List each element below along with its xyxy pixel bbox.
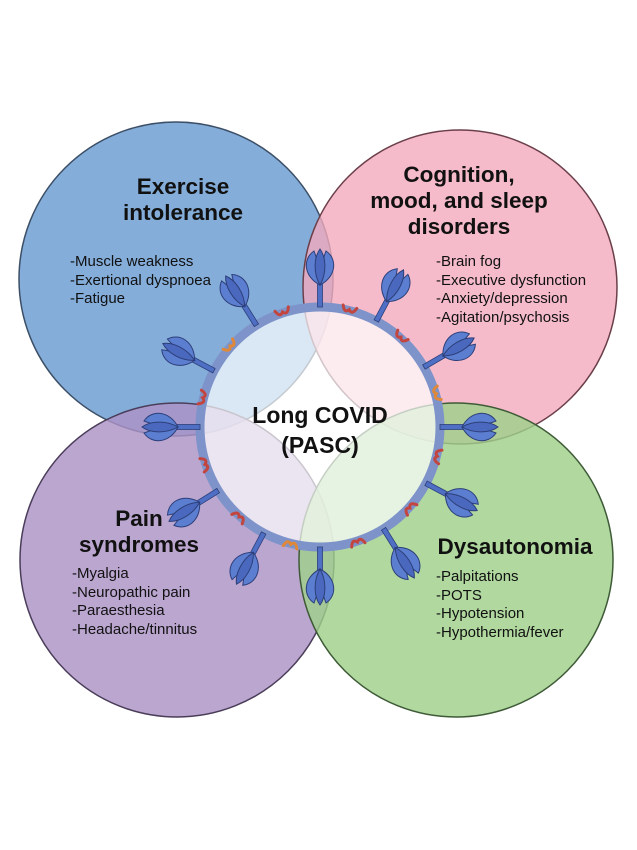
pain-title: Pain syndromes (36, 506, 242, 558)
spike (380, 526, 421, 580)
spike (141, 412, 201, 442)
cognition-items: -Brain fog -Executive dysfunction -Anxie… (436, 253, 586, 327)
list-item: -Muscle weakness (70, 253, 194, 270)
list-item: -Fatigue (70, 290, 126, 307)
pain-title-line: Pain (115, 506, 163, 531)
dysautonomia-title-line: Dysautonomia (437, 534, 593, 559)
list-item: -Exertional dyspnoea (70, 271, 211, 289)
list-item: -Agitation/psychosis (436, 308, 570, 326)
list-item: -Palpitations (436, 568, 519, 585)
list-item: -Hypotension (436, 605, 525, 622)
exercise-title-line: intolerance (122, 200, 244, 225)
membrane-proteins (196, 303, 444, 551)
membrane-protein (196, 388, 207, 406)
exercise-title: Exercise intolerance (80, 174, 286, 226)
spike (439, 412, 499, 442)
list-item: -Headache/tinnitus (72, 620, 198, 638)
spike (373, 268, 411, 323)
list-item: -Brain fog (436, 253, 502, 270)
membrane-protein (273, 305, 290, 317)
membrane-protein (395, 328, 410, 343)
spike-proteins (141, 248, 499, 606)
cognition-title-line: mood, and sleep (370, 188, 548, 213)
list-item: -Neuropathic pain (72, 583, 191, 601)
center-label: Long COVID (PASC) (220, 400, 420, 460)
membrane-protein (432, 384, 443, 402)
spike (305, 546, 335, 606)
cognition-title: Cognition, mood, and sleep disorders (356, 162, 562, 240)
exercise-items: -Muscle weakness -Exertional dyspnoea -F… (70, 253, 211, 309)
membrane-protein (281, 540, 299, 551)
membrane-protein (404, 502, 419, 517)
list-item: -Anxiety/depression (436, 290, 568, 307)
membrane-protein (230, 511, 245, 526)
pain-items: -Myalgia -Neuropathic pain -Paraesthesia… (72, 565, 197, 639)
spike (422, 331, 476, 370)
membrane-protein (221, 337, 236, 352)
spike (219, 274, 260, 328)
pain-title-line: syndromes (78, 532, 200, 557)
list-item: -Executive dysfunction (436, 271, 587, 289)
spike (167, 487, 221, 528)
membrane-protein (341, 303, 359, 314)
membrane-protein (433, 448, 444, 466)
exercise-title-line: Exercise (136, 174, 230, 199)
membrane-protein (198, 457, 210, 474)
virus-particle (141, 248, 499, 606)
list-item: -Paraesthesia (72, 602, 165, 619)
list-item: -POTS (436, 586, 482, 604)
membrane-protein (350, 537, 367, 549)
spike (424, 480, 479, 518)
cognition-title-line: Cognition, (403, 162, 515, 187)
center-label-line: Long COVID (252, 402, 388, 428)
center-label-line: (PASC) (281, 432, 359, 458)
cognition-title-line: disorders (407, 214, 511, 239)
list-item: -Myalgia (72, 565, 129, 582)
spike (305, 248, 335, 308)
spike (229, 531, 267, 586)
list-item: -Hypothermia/fever (436, 623, 564, 641)
dysautonomia-title: Dysautonomia (412, 534, 618, 560)
spike (161, 336, 216, 374)
dysautonomia-items: -Palpitations -POTS -Hypotension -Hypoth… (436, 568, 564, 642)
